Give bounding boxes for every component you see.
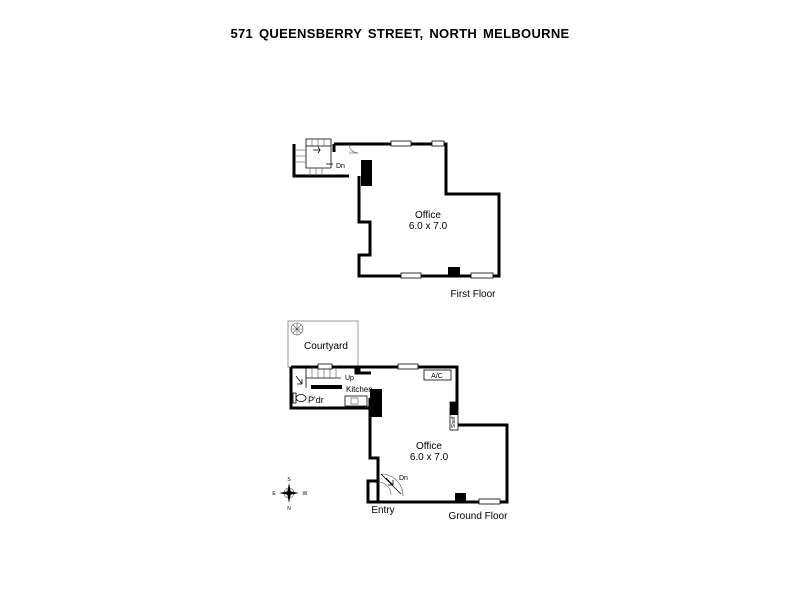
powder-room-label: P'dr bbox=[308, 395, 324, 405]
compass-e: E bbox=[272, 491, 276, 497]
ground-floor-plan bbox=[287, 320, 509, 505]
entry-label: Entry bbox=[371, 505, 394, 516]
first-floor-stair bbox=[292, 138, 349, 178]
kitchen-sink bbox=[344, 395, 368, 407]
ground-floor-office-size: 6.0 x 7.0 bbox=[410, 452, 449, 463]
plant-icon bbox=[290, 322, 304, 336]
compass-icon: S N E W bbox=[272, 477, 307, 512]
ground-floor-stair bbox=[295, 363, 341, 388]
ground-floor-walls bbox=[357, 365, 509, 504]
ground-floor-label: Ground Floor bbox=[449, 511, 509, 522]
first-floor-stair-label: Dn bbox=[336, 163, 345, 170]
toilet-icon bbox=[292, 392, 307, 404]
first-floor-walls bbox=[334, 142, 501, 278]
plan-title: 571 QUEENSBERRY STREET, NORTH MELBOURNE bbox=[230, 26, 570, 41]
compass-s: S bbox=[287, 477, 291, 483]
chimney-block bbox=[361, 160, 372, 186]
ground-floor-stair-up-label: Up bbox=[345, 375, 354, 382]
ground-floor-office-name: Office bbox=[416, 441, 442, 452]
first-floor-office-name: Office bbox=[415, 210, 441, 221]
kitchen-label: Kitchen bbox=[346, 385, 373, 394]
ac-unit bbox=[423, 369, 452, 381]
window bbox=[390, 140, 412, 147]
shelf-label: Shelf bbox=[451, 416, 457, 428]
first-floor-plan bbox=[292, 138, 501, 279]
ground-floor-stair-down-label: Dn bbox=[399, 475, 408, 482]
compass-n: N bbox=[287, 506, 291, 512]
courtyard-label: Courtyard bbox=[304, 341, 348, 352]
first-floor-label: First Floor bbox=[451, 289, 497, 300]
chimney-block bbox=[370, 389, 382, 417]
first-floor-office-size: 6.0 x 7.0 bbox=[409, 221, 448, 232]
ac-label: A/C bbox=[431, 373, 443, 380]
compass-w: W bbox=[303, 491, 308, 497]
